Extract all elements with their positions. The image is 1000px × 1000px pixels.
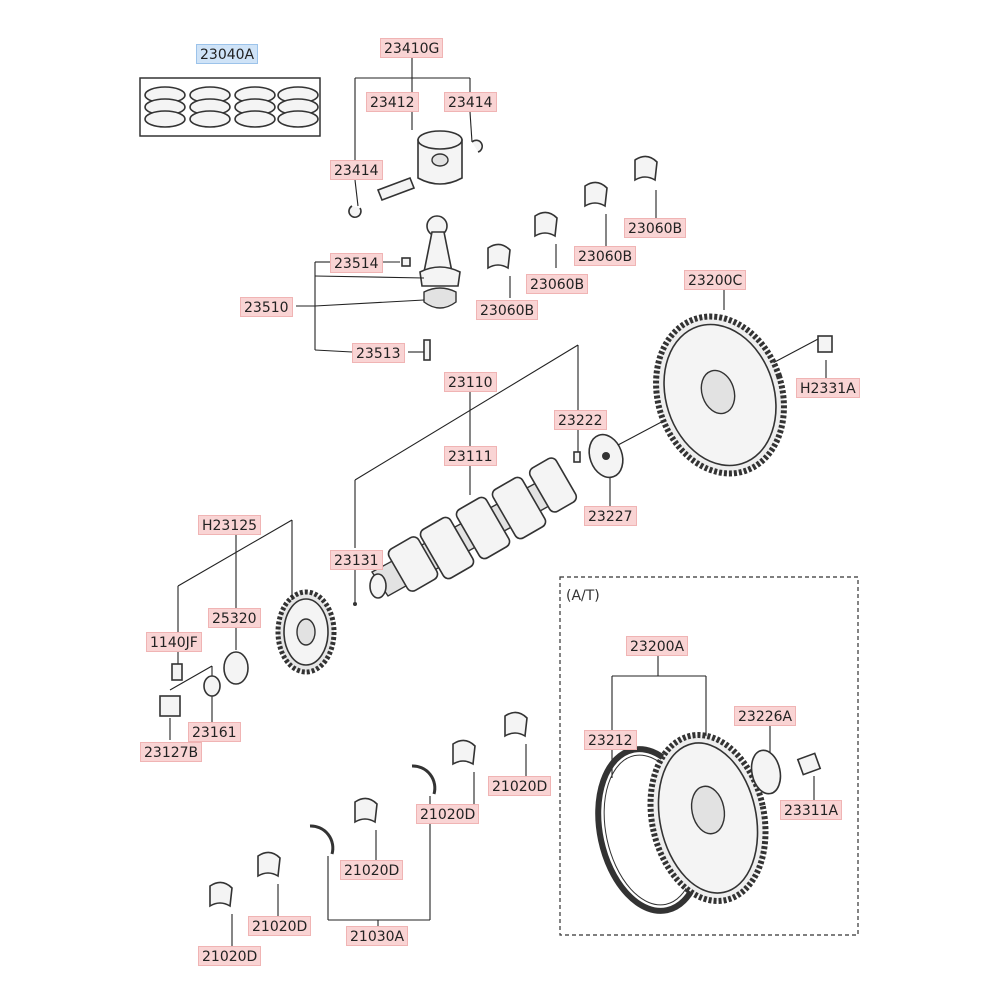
part-label-23131[interactable]: 23131 <box>330 550 383 570</box>
part-label-23226a[interactable]: 23226A <box>734 706 797 726</box>
part-label-23514[interactable]: 23514 <box>330 253 383 273</box>
part-label-23227[interactable]: 23227 <box>584 506 637 526</box>
part-label-23222[interactable]: 23222 <box>554 410 607 430</box>
part-label-21020d[interactable]: 21020D <box>198 946 262 966</box>
part-label-25320[interactable]: 25320 <box>208 608 261 628</box>
damper-pulley-icon <box>275 589 337 675</box>
pin-icon <box>573 451 581 463</box>
adapter-plate-icon <box>750 749 782 795</box>
part-label-23414[interactable]: 23414 <box>330 160 383 180</box>
thrust-washer-icon <box>309 764 437 855</box>
part-label-21020d[interactable]: 21020D <box>488 776 552 796</box>
at-group-box <box>559 576 859 936</box>
part-label-23060b[interactable]: 23060B <box>574 246 637 266</box>
part-label-h23125[interactable]: H23125 <box>198 515 262 535</box>
crank-sprocket-icon <box>223 651 249 685</box>
part-label-23200a[interactable]: 23200A <box>626 636 689 656</box>
lower-bearing-icon <box>209 711 528 908</box>
part-label-23127b[interactable]: 23127B <box>140 742 203 762</box>
part-label-23060b[interactable]: 23060B <box>476 300 539 320</box>
part-label-23410g[interactable]: 23410G <box>380 38 444 58</box>
part-label-21020d[interactable]: 21020D <box>248 916 312 936</box>
snap-ring-icon <box>471 139 484 153</box>
piston-ring-set-icon <box>139 77 321 137</box>
rod-nut-icon <box>423 339 431 361</box>
rod-bolt-icon <box>401 257 411 267</box>
part-label-21020d[interactable]: 21020D <box>416 804 480 824</box>
part-label-23200c[interactable]: 23200C <box>684 270 747 290</box>
part-label-21030a[interactable]: 21030A <box>346 926 409 946</box>
part-label-23111[interactable]: 23111 <box>444 446 497 466</box>
piston-pin-icon <box>376 176 416 202</box>
drive-plate-icon <box>647 732 769 904</box>
at-label: (A/T) <box>566 588 600 604</box>
connecting-rod-icon <box>419 215 461 309</box>
part-label-23110[interactable]: 23110 <box>444 372 497 392</box>
snap-ring-icon <box>348 205 362 219</box>
flywheel-icon <box>653 313 787 477</box>
crank-plate-icon <box>588 433 624 479</box>
key-icon <box>171 663 183 681</box>
drive-plate-bolt-icon <box>796 752 822 776</box>
crankshaft-icon <box>369 457 578 599</box>
washer-icon <box>203 675 221 697</box>
part-label-23311a[interactable]: 23311A <box>780 800 843 820</box>
part-label-1140jf[interactable]: 1140JF <box>146 632 202 652</box>
crank-bolt-icon <box>159 695 181 717</box>
part-label-23060b[interactable]: 23060B <box>526 274 589 294</box>
piston-icon <box>417 130 463 185</box>
part-label-21020d[interactable]: 21020D <box>340 860 404 880</box>
bearing-icon <box>487 155 658 270</box>
part-label-23513[interactable]: 23513 <box>352 343 405 363</box>
part-label-23212[interactable]: 23212 <box>584 730 637 750</box>
part-label-23510[interactable]: 23510 <box>240 297 293 317</box>
part-label-23414[interactable]: 23414 <box>444 92 497 112</box>
part-label-23412[interactable]: 23412 <box>366 92 419 112</box>
part-label-23040a[interactable]: 23040A <box>196 44 259 64</box>
part-label-h2331a[interactable]: H2331A <box>796 378 860 398</box>
part-label-23060b[interactable]: 23060B <box>624 218 687 238</box>
flywheel-bolt-icon <box>817 335 833 353</box>
part-label-23161[interactable]: 23161 <box>188 722 241 742</box>
